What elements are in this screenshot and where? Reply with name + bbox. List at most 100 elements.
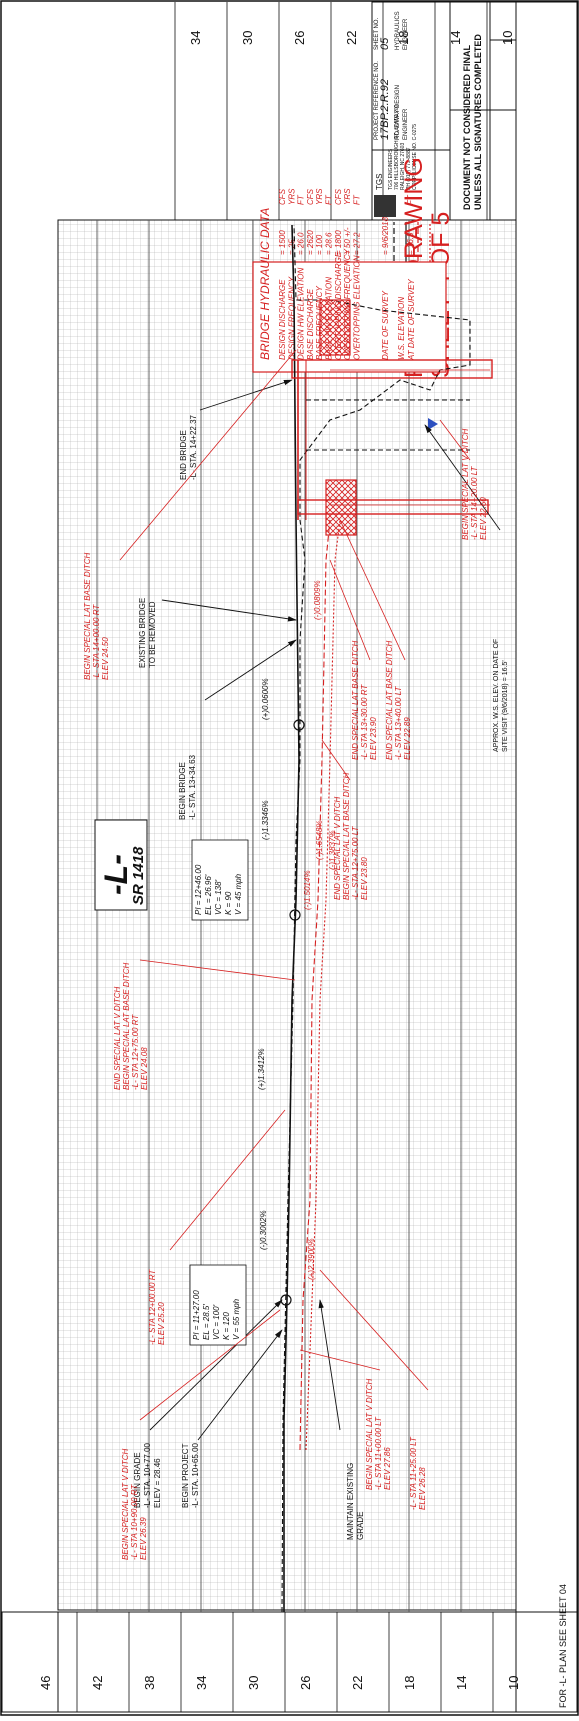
ditch-annotation-line: BEGIN SPECIAL LAT V DITCH	[121, 1448, 130, 1560]
maintain-existing-label-line: GRADE	[356, 1512, 365, 1540]
firm-name: TGS	[375, 174, 384, 190]
vertical-curve-data-line: K = 120	[222, 1312, 231, 1340]
hydraulic-title: BRIDGE HYDRAULIC DATA	[258, 208, 272, 360]
project-reference: 17BP.2.R.92	[379, 79, 391, 140]
elevation-label-right: 30	[240, 31, 255, 45]
maintain-existing-label-line: MAINTAIN EXISTING	[346, 1463, 355, 1540]
hydraulic-row-label-line: DESIGN DISCHARGE	[278, 279, 287, 360]
hydraulic-row-unit: YRS	[315, 188, 324, 205]
elevation-label-left-line: 22	[350, 1676, 365, 1690]
elevation-label-left: 34	[194, 1676, 209, 1690]
right-ditch-grade-line	[305, 519, 341, 1451]
existing-ground-line	[281, 224, 471, 1613]
hydraulics-engineer-line: ENGINEER	[403, 18, 409, 50]
hydraulic-row-unit: CFS	[306, 188, 315, 205]
pi-marker	[293, 719, 305, 731]
leader-line	[424, 424, 501, 531]
vertical-curve-data-line: EL = 28.5'	[202, 1304, 211, 1340]
ditch-annotation-line: BEGIN SPECIAL LAT BASE DITCH	[122, 962, 131, 1090]
vertical-curve-data-line: V = 45 mph	[234, 873, 243, 915]
vertical-curve-box	[191, 839, 249, 921]
hydraulic-row-value-line: = 2620	[306, 230, 315, 255]
hydraulic-row-label: OVERTOPPING ELEVATION	[352, 255, 361, 360]
elevation-label-left-line: 38	[142, 1676, 157, 1690]
ws-label-line: AT DATE OF SURVEY	[407, 279, 416, 361]
ws-value-line: = 16.5	[406, 232, 415, 255]
hydraulic-row-value: = 50 +/-	[343, 227, 352, 255]
elevation-label-right-line: 30	[240, 31, 255, 45]
ditch-annotation-line: END SPECIAL LAT BASE DITCH	[385, 640, 394, 760]
profile-grid	[57, 219, 517, 1611]
footer-note: FOR -L- PLAN SEE SHEET 04	[558, 1584, 568, 1708]
survey-date: = 9/6/2018	[381, 216, 390, 255]
ditch-leader-line	[299, 1349, 381, 1371]
approx-ws-label-line: SITE VISIT (9/6/2018) = 16.5'	[502, 660, 509, 752]
ws-value: = 16.5	[406, 232, 415, 255]
hydraulic-row-value-line: = 1500	[278, 230, 287, 255]
grade-label: (-)0.3002%	[259, 1210, 268, 1250]
survey-date-line: = 9/6/2018	[381, 216, 390, 255]
hydraulic-row-unit-line: CFS	[306, 188, 315, 205]
hydraulic-row-unit: FT	[352, 194, 361, 205]
elevation-label-left: 22	[350, 1676, 365, 1690]
ditch-annotation-line: BEGIN SPECIAL LAT BASE DITCH	[342, 772, 351, 900]
hydraulic-row-label: DESIGN FREQUENCY	[287, 276, 296, 360]
begin-project-label-line: -L- STA. 10+65.00	[191, 1442, 200, 1508]
ditch-leader-line	[139, 959, 296, 981]
hydraulic-row-unit: YRS	[343, 188, 352, 205]
ditch-annotation: BEGIN SPECIAL LAT BASE DITCH-L- STA 14+0…	[83, 552, 110, 680]
ditch-annotation-line: -L- STA 14+20.00 LT	[470, 465, 479, 540]
ditch-annotation: END SPECIAL LAT BASE DITCH-L- STA 13+30.…	[351, 640, 378, 760]
elevation-label-right: 18	[396, 31, 411, 45]
existing-bridge-label-line: TO BE REMOVED	[148, 601, 157, 668]
hydraulic-row-unit-line: FT	[297, 194, 306, 205]
grade-label: (+)0.0600%	[261, 678, 270, 720]
proposed-grade-line	[283, 224, 300, 1612]
ditch-grade-label-line: (-)1.5014%	[303, 870, 312, 910]
ditch-leader-line	[329, 559, 371, 661]
leader-line	[199, 379, 293, 411]
begin-grade-label-line: BEGIN GRADE	[133, 1452, 142, 1508]
elevation-label-left-line: 10	[506, 1676, 521, 1690]
ws-unit: FT	[406, 194, 415, 205]
elevation-label-right: 22	[344, 31, 359, 45]
ditch-annotation-line: ELEV 22.89	[403, 717, 412, 760]
ditch-annotation-line: -L- STA 13+30.00 RT	[360, 684, 369, 760]
end-bent-riprap	[319, 299, 351, 356]
hydraulics-engineer-line: HYDRAULICS	[395, 11, 401, 50]
hydraulic-row-value: = 2620	[306, 230, 315, 255]
ditch-annotation-line: ELEV 26.28	[418, 1467, 427, 1510]
elevation-label-left-line: 18	[402, 1676, 417, 1690]
vertical-curve-data-line: PI = 11+27.00	[192, 1290, 201, 1340]
ditch-annotation-line: ELEV 27.86	[383, 1447, 392, 1490]
ditch-annotation-line: -L- STA 14+00.00 RT	[92, 604, 101, 680]
elevation-label-left: 38	[142, 1676, 157, 1690]
ditch-annotation-line: END SPECIAL LAT BASE DITCH	[351, 640, 360, 760]
ditch-annotation-line: BEGIN SPECIAL LAT V DITCH	[365, 1378, 374, 1490]
hydraulic-row-unit-line: FT	[352, 194, 361, 205]
vertical-curve-data-line: V = 55 mph	[232, 1298, 241, 1340]
elevation-label-right-line: 10	[500, 31, 515, 45]
hydraulic-row-value: = 1500	[278, 230, 287, 255]
ditch-annotation-line: ELEV 26.39	[139, 1517, 148, 1560]
elevation-label-right-line: 18	[396, 31, 411, 45]
roadway-engineer-line: ENGINEER	[403, 108, 409, 140]
road-name-line: -L-	[98, 854, 134, 895]
elevation-label-right: 10	[500, 31, 515, 45]
leader-line	[204, 639, 297, 701]
hydraulic-row-unit-line: FT	[325, 194, 334, 205]
begin-bridge-label-line: -L- STA. 13+34.63	[188, 754, 197, 820]
elevation-label-left: 10	[506, 1676, 521, 1690]
sheet-no-line: 05	[379, 37, 391, 50]
elevation-label-left: 14	[454, 1676, 469, 1690]
elevation-label-right-line: 22	[344, 31, 359, 45]
grade-label-line: (-)0.3002%	[259, 1210, 268, 1250]
ditch-annotation: END SPECIAL LAT BASE DITCH-L- STA 13+40.…	[385, 640, 412, 760]
hydraulic-row-unit: CFS	[278, 188, 287, 205]
